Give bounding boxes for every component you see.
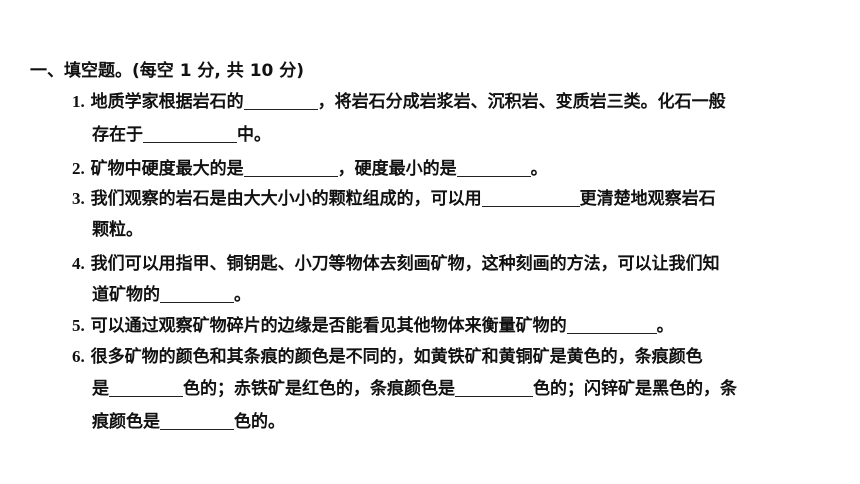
answer-blank[interactable] [243, 158, 338, 177]
question-text: 很多矿物的颜色和其条痕的颜色是不同的，如黄铁矿和黄铜矿是黄色的，条痕颜色 [90, 347, 703, 367]
question-number: 2. [72, 159, 85, 178]
question-6-line-2: 是 色的；赤铁矿是红色的，条痕颜色是 色的；闪锌矿是黑色的，条 [92, 377, 737, 401]
question-text: 。 [656, 316, 674, 336]
answer-blank[interactable] [143, 124, 237, 143]
question-text: 是 [92, 379, 109, 399]
question-text: ，将岩石分成岩浆岩、沉积岩、变质岩三类。化石一般 [317, 92, 726, 112]
answer-blank[interactable] [160, 284, 234, 303]
question-4-line-1: 4. 我们可以用指甲、铜钥匙、小刀等物体去刻画矿物，这种刻画的方法，可以让我们知 [72, 252, 720, 276]
question-text: 。 [234, 285, 251, 305]
answer-blank[interactable] [109, 378, 183, 397]
question-text: 色的；赤铁矿是红色的，条痕颜色是 [183, 379, 455, 399]
question-text: 存在于 [92, 125, 143, 145]
answer-blank[interactable] [160, 411, 234, 430]
question-text: 我们可以用指甲、铜钥匙、小刀等物体去刻画矿物，这种刻画的方法，可以让我们知 [90, 254, 720, 274]
question-text: 地质学家根据岩石的 [90, 92, 244, 112]
question-6-line-3: 痕颜色是 色的。 [92, 410, 285, 434]
section-heading: 一、填空题。(每空 1 分, 共 10 分) [30, 61, 305, 81]
question-number: 3. [72, 189, 85, 208]
question-text: 我们观察的岩石是由大大小小的颗粒组成的，可以用 [90, 189, 482, 209]
question-1-line-1: 1. 地质学家根据岩石的 ，将岩石分成岩浆岩、沉积岩、变质岩三类。化石一般 [72, 90, 726, 114]
question-text: 色的。 [234, 412, 285, 432]
answer-blank[interactable] [566, 315, 657, 334]
answer-blank[interactable] [455, 378, 533, 397]
question-3-line-2: 颗粒。 [92, 218, 143, 242]
question-5-line-1: 5. 可以通过观察矿物碎片的边缘是否能看见其他物体来衡量矿物的 。 [72, 314, 674, 338]
answer-blank[interactable] [243, 91, 318, 110]
question-number: 6. [72, 347, 85, 366]
question-text: 更清楚地观察岩石 [579, 189, 716, 209]
question-text: 痕颜色是 [92, 412, 160, 432]
question-text: 矿物中硬度最大的是 [90, 159, 244, 179]
question-number: 4. [72, 254, 85, 273]
question-text: 。 [530, 159, 548, 179]
question-text: 色的；闪锌矿是黑色的，条 [533, 379, 737, 399]
question-3-line-1: 3. 我们观察的岩石是由大大小小的颗粒组成的，可以用 更清楚地观察岩石 [72, 187, 716, 211]
question-6-line-1: 6. 很多矿物的颜色和其条痕的颜色是不同的，如黄铁矿和黄铜矿是黄色的，条痕颜色 [72, 345, 703, 369]
question-number: 5. [72, 316, 85, 335]
question-number: 1. [72, 92, 85, 111]
question-text: 可以通过观察矿物碎片的边缘是否能看见其他物体来衡量矿物的 [90, 316, 567, 336]
question-1-line-2: 存在于 中。 [92, 123, 271, 147]
question-text: 道矿物的 [92, 285, 160, 305]
question-4-line-2: 道矿物的 。 [92, 283, 251, 307]
question-text: ，硬度最小的是 [337, 159, 457, 179]
question-text: 颗粒。 [92, 220, 143, 240]
answer-blank[interactable] [456, 158, 531, 177]
question-2-line-1: 2. 矿物中硬度最大的是 ，硬度最小的是 。 [72, 157, 548, 181]
question-text: 中。 [237, 125, 271, 145]
answer-blank[interactable] [481, 188, 580, 207]
